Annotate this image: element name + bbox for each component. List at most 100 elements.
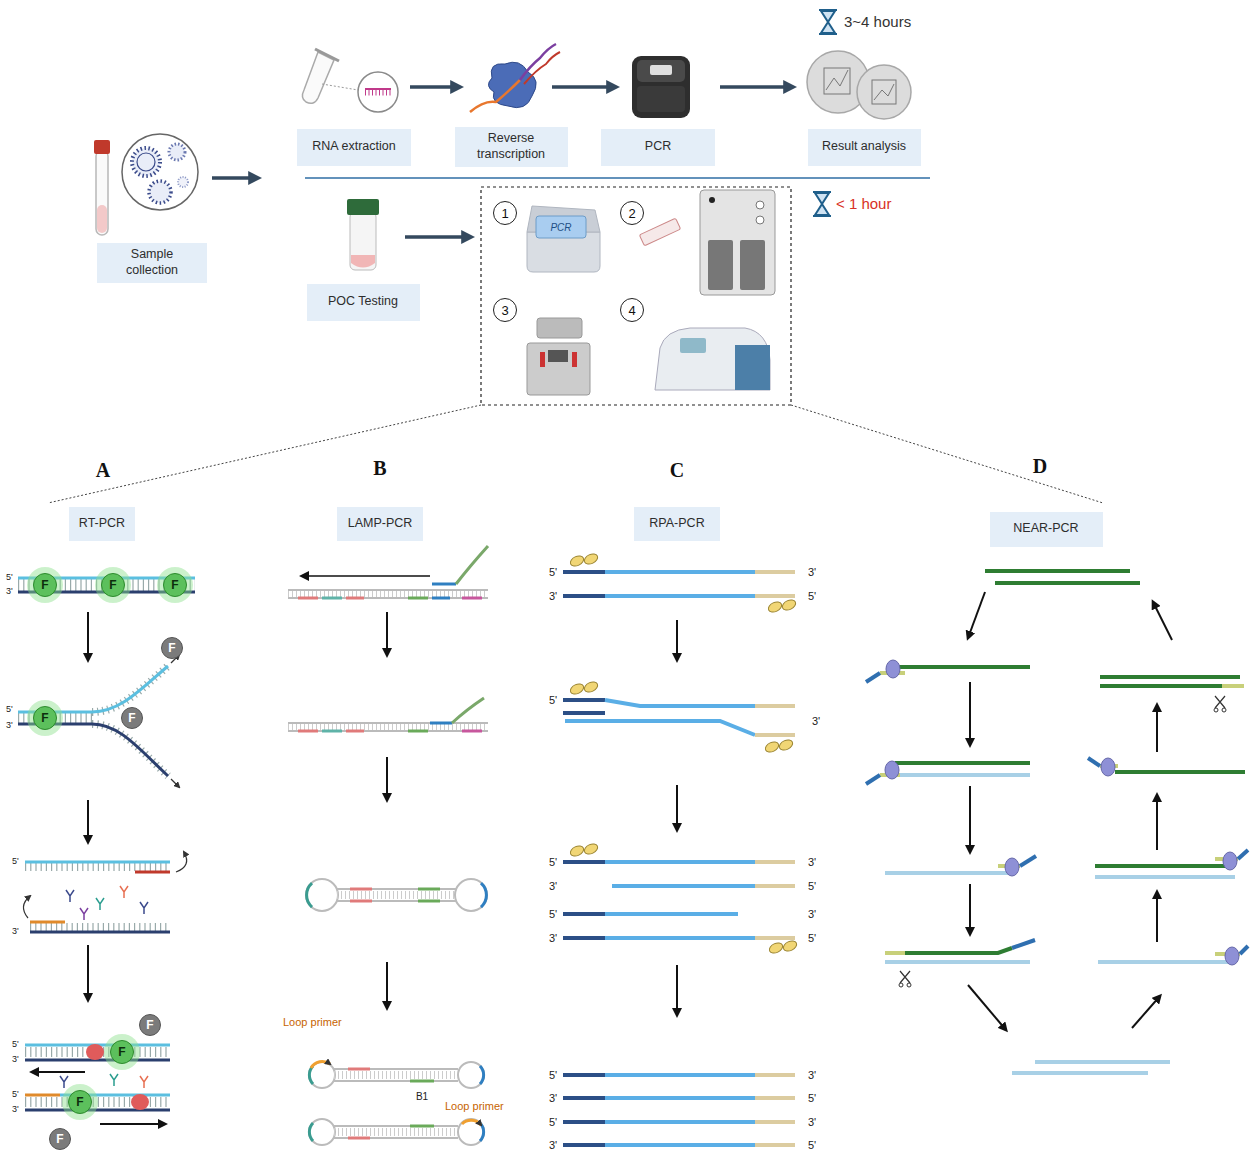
lamp-illustration	[334, 1071, 458, 1079]
spectrophotometer	[655, 328, 770, 390]
near-illustration	[895, 761, 1030, 765]
rt-pcr-illustration	[30, 931, 170, 934]
panel-letter: A	[96, 459, 110, 481]
near-illustration	[899, 983, 903, 987]
rt-pcr-illustration	[171, 779, 179, 787]
rt-pcr-illustration	[18, 724, 168, 776]
rpa-illustration	[782, 939, 798, 953]
near-illustration	[866, 775, 880, 784]
lamp-illustration	[386, 962, 388, 1008]
near-illustration	[1088, 758, 1100, 766]
quenched-fluorophore: F	[49, 1128, 71, 1150]
near-illustration	[985, 569, 1130, 573]
rpa-illustration	[764, 740, 780, 754]
rt-pcr-illustration	[18, 666, 168, 712]
callout-number: 2	[620, 201, 644, 225]
strand-end-label: 3'	[12, 1105, 19, 1115]
strand-end-label: 3'	[549, 880, 557, 892]
reverse-transcriptase	[470, 80, 520, 112]
pcr-machine	[637, 86, 685, 112]
panel-letter: B	[373, 457, 386, 479]
strand-end-label: 3'	[549, 1092, 557, 1104]
lamp-illustration	[288, 730, 488, 732]
near-illustration	[1156, 705, 1158, 752]
rpa-illustration	[676, 965, 678, 1015]
flow-arrow	[405, 235, 471, 239]
extraction-tube	[365, 88, 391, 90]
cartridge-reader	[639, 218, 680, 246]
lamp-illustration	[346, 597, 364, 600]
node-text: F	[146, 1019, 153, 1031]
pcr-device	[536, 216, 586, 238]
lamp-illustration	[311, 1061, 330, 1068]
step-label: RNA extraction	[297, 129, 411, 166]
result-images	[857, 65, 911, 119]
near-illustration	[900, 971, 910, 983]
lamp-illustration	[288, 589, 488, 591]
cartridge-reader	[756, 201, 764, 209]
rt-pcr-illustration	[140, 1076, 148, 1088]
node-text: 2	[628, 207, 635, 220]
strand-end-label: 5'	[808, 590, 816, 602]
near-illustration	[1035, 1060, 1170, 1064]
rpa-illustration	[612, 884, 755, 888]
lamp-illustration	[337, 888, 456, 890]
near-illustration	[1156, 892, 1158, 942]
rpa-illustration	[583, 552, 599, 566]
near-illustration	[968, 985, 1006, 1030]
screen-text: PCR	[550, 222, 571, 233]
near-illustration	[885, 948, 1012, 953]
node-text: F	[56, 1133, 63, 1145]
fluorophore-circle: F	[110, 1040, 134, 1064]
strand-end-label: 3'	[808, 566, 816, 578]
pcr-machine	[632, 56, 690, 118]
strand-end-label: 5'	[549, 694, 557, 706]
box-device	[527, 318, 590, 395]
lamp-illustration	[334, 1128, 458, 1136]
lamp-illustration	[350, 888, 372, 891]
sample-tube	[97, 205, 107, 233]
lamp-illustration	[302, 575, 430, 577]
lamp-illustration	[386, 757, 388, 800]
hourglass-icon	[815, 193, 829, 215]
node-text: 1	[501, 207, 508, 220]
rt-pcr-illustration	[60, 1076, 68, 1088]
rpa-illustration	[755, 860, 795, 864]
rpa-illustration	[605, 700, 755, 706]
rt-pcr-illustration	[80, 908, 88, 920]
rpa-illustration	[755, 570, 795, 574]
lamp-illustration	[288, 590, 488, 598]
zoom-line	[48, 405, 481, 503]
quenched-fluorophore: F	[139, 1014, 161, 1036]
node-text: F	[41, 579, 48, 591]
rt-pcr-illustration	[30, 923, 170, 931]
near-illustration	[969, 786, 971, 852]
near-illustration	[885, 761, 899, 779]
node-text: F	[171, 579, 178, 591]
cartridge-reader	[708, 240, 733, 290]
rpa-illustration	[569, 844, 585, 858]
strand-end-label: 3'	[808, 856, 816, 868]
divider-line	[305, 177, 930, 179]
rpa-illustration	[563, 1073, 605, 1077]
lamp-illustration	[350, 900, 372, 903]
strand-end-label: 3'	[549, 1139, 557, 1151]
cartridge-reader	[700, 190, 775, 295]
method-label: LAMP-PCR	[337, 507, 423, 541]
node-text: F	[76, 1096, 83, 1108]
sample-tube	[94, 140, 110, 235]
fluorophore-circle: F	[33, 573, 57, 597]
near-illustration	[1095, 864, 1235, 868]
rpa-illustration	[563, 570, 605, 574]
rt-pcr-illustration	[25, 861, 170, 864]
lamp-illustration	[408, 730, 428, 733]
virus-magnifier	[169, 144, 185, 160]
rpa-illustration	[583, 842, 599, 856]
rpa-illustration	[563, 711, 605, 715]
lamp-illustration	[334, 1137, 458, 1139]
node-text: Reverse transcription	[463, 131, 560, 162]
strand-end-label: 5'	[6, 705, 13, 715]
strand-end-label: 5'	[549, 856, 557, 868]
near-illustration	[995, 581, 1140, 585]
result-images	[824, 68, 850, 94]
